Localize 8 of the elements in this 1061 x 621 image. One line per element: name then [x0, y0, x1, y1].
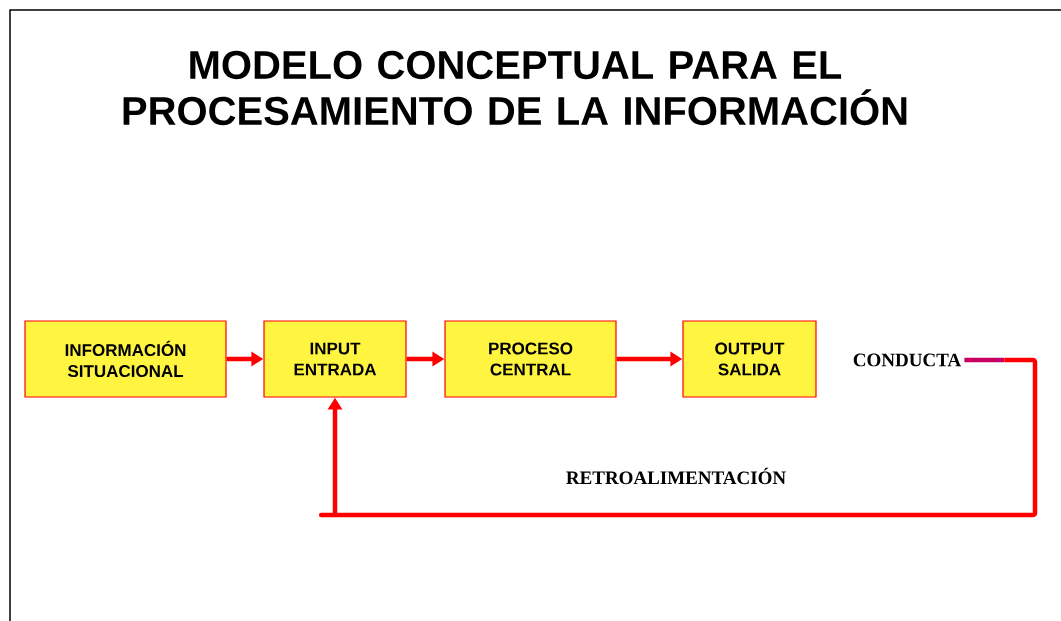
process-box: INPUT ENTRADA	[263, 320, 407, 398]
process-box: OUTPUT SALIDA	[682, 320, 817, 398]
title: MODELO CONCEPTUAL PARA EL PROCESAMIENTO DE LA INFORMACIÓN	[123, 50, 907, 126]
edge-label: RETROALIMENTACIÓN	[563, 465, 789, 487]
output-label: CONDUCTA	[853, 353, 962, 367]
process-box: PROCESO CENTRAL	[444, 320, 617, 398]
feedback-arrow	[319, 357, 1038, 518]
process-box: INFORMACIÓN SITUACIONAL	[24, 320, 227, 398]
